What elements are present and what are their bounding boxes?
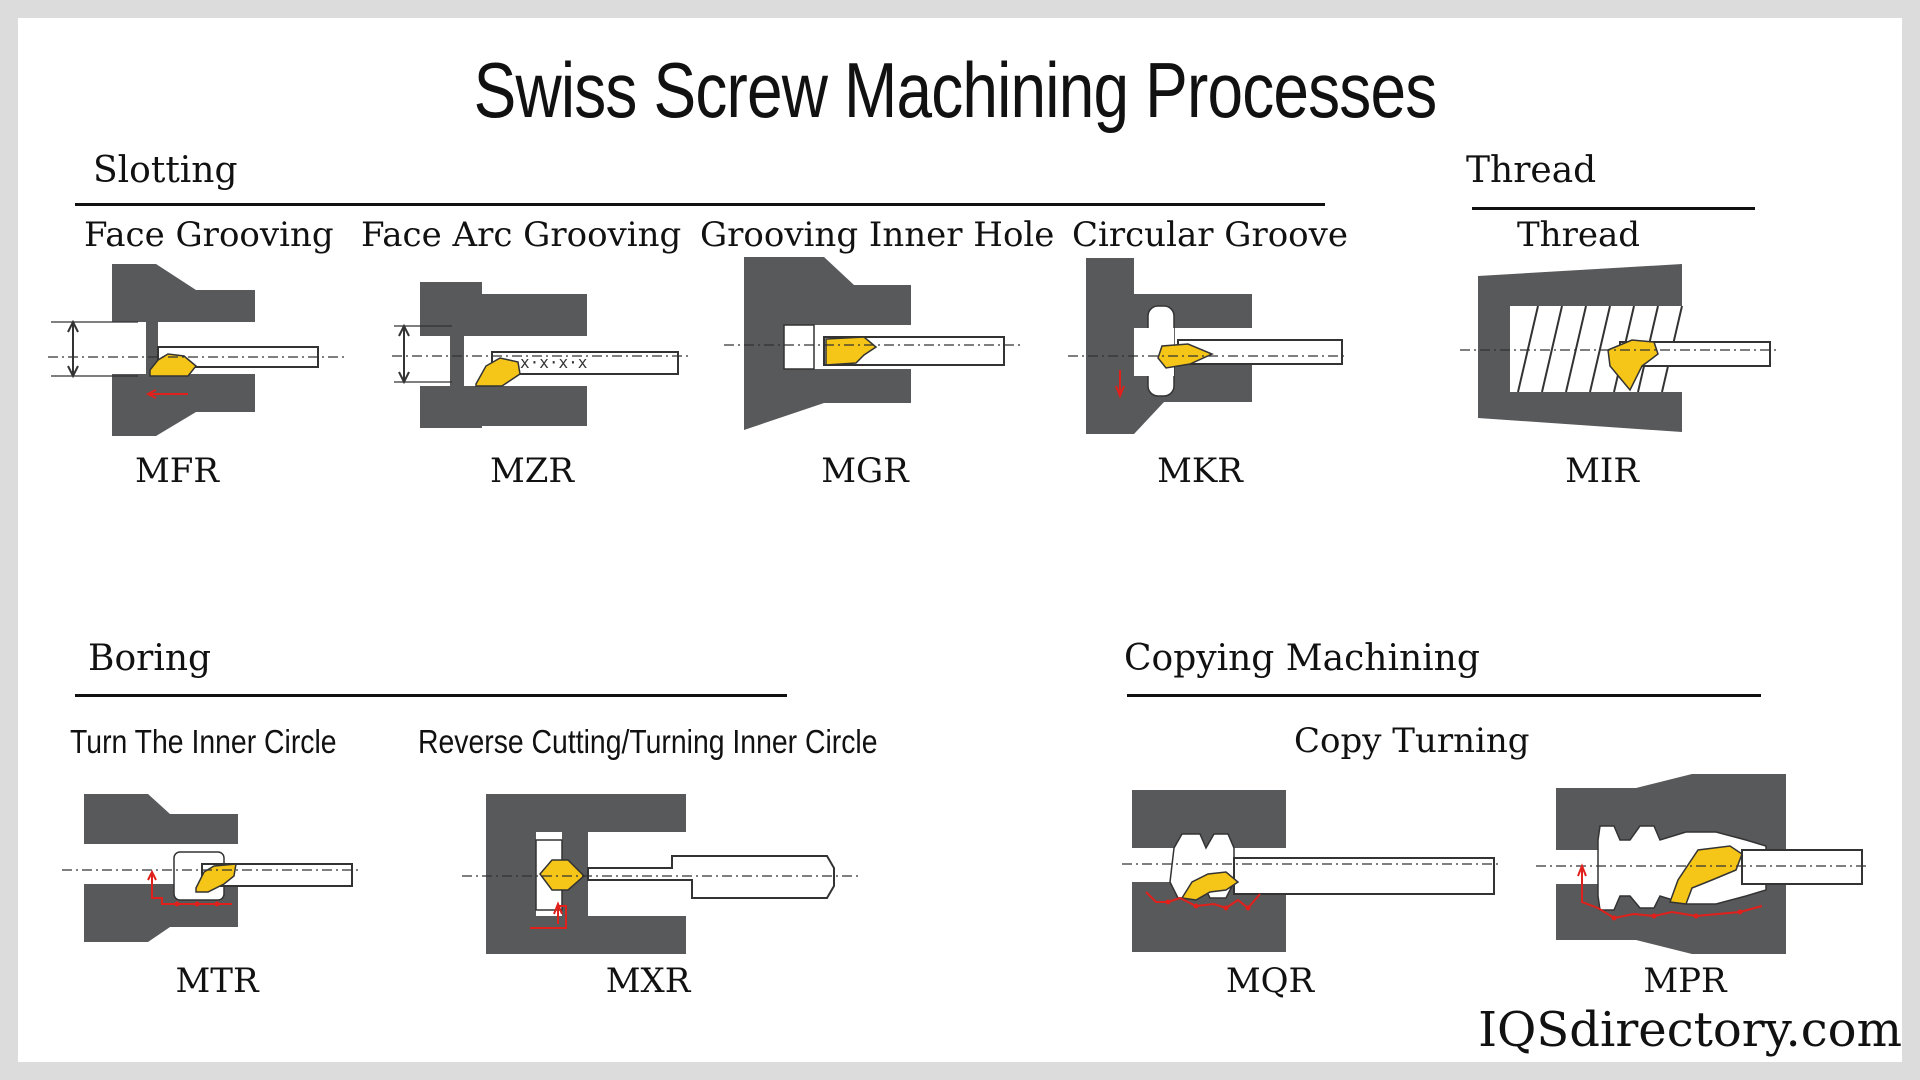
code-mqr: MQR [1225,961,1315,1001]
cutting-insert [1180,871,1240,901]
code-mkr: MKR [1157,451,1243,491]
section-heading-slotting: Slotting [93,150,238,191]
diagram-grooving-inner-hole [724,257,1024,430]
cutting-insert [475,357,521,387]
code-mtr: MTR [175,961,259,1001]
tool-path-points [1165,899,1251,911]
feed-arrowhead [145,389,157,399]
tool-path-arrowhead [147,869,157,881]
dimension-arrowheads [398,323,410,385]
tool-path [151,872,232,905]
cutting-insert [825,336,878,366]
dimension-arrowheads [67,319,79,379]
feed-arrowhead [1115,385,1125,399]
tool-shank [587,855,835,899]
cutting-insert [1607,339,1659,392]
section-rule-copying [1127,694,1761,697]
diagram-face-arc-grooving: x·x·x·x [392,282,692,428]
code-mfr: MFR [134,451,219,491]
item-label-turn-inner-circle: Turn The Inner Circle [70,723,337,760]
tool-path-arrowhead [553,901,563,915]
diagram-thread [1460,264,1780,432]
bore-end [486,832,536,916]
diagram-turn-inner-circle [62,794,362,942]
item-label-circular-groove: Circular Groove [1072,215,1348,255]
diagram-copy-turning-mqr [1122,790,1502,952]
cutting-insert [1157,343,1214,369]
section-rule-boring [75,694,787,697]
tool-path [1145,891,1261,910]
code-mpr: MPR [1643,961,1727,1001]
item-label-grooving-inner-hole: Grooving Inner Hole [700,215,1055,255]
item-label-face-arc-grooving: Face Arc Grooving [361,215,682,255]
code-mir: MIR [1565,451,1639,491]
diagram-face-grooving [48,264,348,436]
inner-groove [783,324,815,370]
item-label-reverse-cutting: Reverse Cutting/Turning Inner Circle [418,723,878,760]
tool-path [530,905,567,929]
workpiece-body [1086,258,1252,434]
tool-path-points [1611,909,1743,921]
item-label-thread: Thread [1517,215,1640,255]
tool-pattern: x·x·x·x [520,353,588,372]
section-rule-thread [1472,207,1755,210]
section-heading-boring: Boring [88,638,212,679]
face-groove-wall [450,336,464,386]
face-groove-wall [146,322,158,374]
diagram-circular-groove [1068,258,1348,434]
item-label-copy-turning: Copy Turning [1294,721,1530,761]
cutting-insert [149,353,198,377]
tool-path-points [174,901,220,907]
page-title: Swiss Screw Machining Processes [473,46,1438,134]
code-mxr: MXR [605,961,691,1001]
code-mzr: MZR [489,451,575,491]
diagram-reverse-cutting [462,794,862,954]
diagram-copy-turning-mpr [1536,774,1870,954]
item-label-face-grooving: Face Grooving [84,215,334,255]
tool-path-arrowhead [1577,863,1587,877]
section-heading-thread: Thread [1466,150,1597,191]
tool-shank [1741,849,1863,885]
code-mgr: MGR [821,451,909,491]
section-rule-slotting [75,203,1325,206]
bore-end [744,325,784,369]
footer-brand: IQSdirectory.com [1478,1002,1902,1058]
cutting-insert [1668,845,1743,905]
section-heading-copying: Copying Machining [1124,638,1480,679]
